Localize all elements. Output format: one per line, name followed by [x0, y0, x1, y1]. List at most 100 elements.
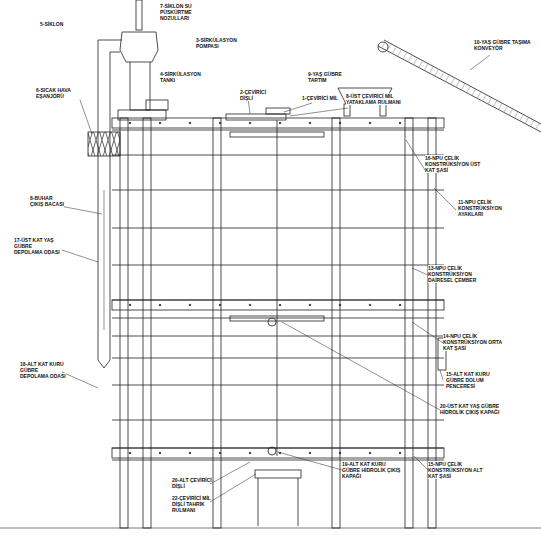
- bolt: [129, 122, 131, 124]
- label-text: 6-SICAK HAVA EŞANJÖRÜ: [36, 87, 71, 99]
- chassis-band: [112, 448, 444, 458]
- steel-column: [143, 118, 151, 528]
- floor-beam: [112, 318, 444, 319]
- steam-pipe: [104, 190, 105, 330]
- bolt: [159, 452, 161, 454]
- bolt: [369, 452, 371, 454]
- callout-label: 20-ÜST KAT YAŞ GÜBRE HİDROLİK ÇIKIŞ KAPA…: [440, 404, 506, 416]
- bolt: [369, 304, 371, 306]
- bolt: [219, 452, 221, 454]
- callout-label: 18-ALT KAT KURU GÜBRE DEPOLAMA ODASI: [20, 362, 66, 379]
- callout-label: 3-SİRKÜLASYON POMPASI: [196, 38, 256, 50]
- callout-label: 9-YAŞ GÜBRE TARTIM: [308, 72, 348, 84]
- callout-label: 17-ÜST KAT YAŞ GÜBRE DEPOLAMA ODASI: [14, 238, 62, 255]
- bolt: [129, 304, 131, 306]
- label-text: 4-SİRKÜLASYON TANKI: [160, 71, 201, 83]
- label-text: 13-NPU ÇELİK KONSTRÜKSİYON DAİRESEL ÇEMB…: [428, 265, 476, 283]
- label-text: 2-ÇEVİRİCİ DİŞLİ: [240, 89, 266, 101]
- callout-label: 1-ÇEVİRİCİ MİL: [302, 96, 342, 102]
- callout-label: 8-ÜST ÇEVİRİCİ MİL YATAKLAMA RULMANI: [346, 94, 402, 106]
- bolt: [129, 452, 131, 454]
- callout-label: 6-SICAK HAVA EŞANJÖRÜ: [36, 88, 84, 100]
- callout-label: 16-NPU ÇELİK KONSTRÜKSİYON ÜST KAT ŞASİ: [425, 156, 487, 173]
- circulation-pump: [146, 100, 168, 110]
- callout-label: 22-ÇEVİRİCİ MİL DİŞLİ TAHRİK RULMANI: [172, 496, 212, 513]
- label-text: 11-NPU ÇELİK KONSTRÜKSİYON AYAKLARI: [458, 199, 502, 217]
- bolt: [219, 304, 221, 306]
- bolt: [369, 122, 371, 124]
- label-text: 20-ÜST KAT YAŞ GÜBRE HİDROLİK ÇIKIŞ KAPA…: [440, 403, 499, 415]
- middle-hatch: [268, 318, 276, 326]
- callout-label: 13-NPU ÇELİK KONSTRÜKSİYON DAİRESEL ÇEMB…: [428, 266, 490, 283]
- drive-bearing: [255, 470, 301, 478]
- floor-beam: [112, 358, 444, 359]
- bolt: [249, 304, 251, 306]
- bolt: [189, 452, 191, 454]
- label-text: 20-ALT ÇEVİRİCİ DİŞLİ: [172, 477, 212, 489]
- bolt: [159, 304, 161, 306]
- top-gear: [226, 114, 286, 120]
- ground-line: [0, 528, 541, 529]
- hopper-leg: [380, 104, 386, 116]
- floor-beam: [112, 265, 444, 266]
- bolt: [399, 122, 401, 124]
- label-text: 8-ÜST ÇEVİRİCİ MİL YATAKLAMA RULMANI: [346, 93, 401, 105]
- middle-arm: [230, 316, 324, 321]
- bolt: [339, 304, 341, 306]
- label-text: 3-SİRKÜLASYON POMPASI: [196, 37, 237, 49]
- bolt: [309, 452, 311, 454]
- callout-label: 4-SİRKÜLASYON TANKI: [160, 72, 212, 84]
- bolt: [399, 452, 401, 454]
- bolt: [249, 452, 251, 454]
- callout-label: 10-YAŞ GÜBRE TAŞIMA KONVEYÖR: [474, 40, 538, 52]
- rotor-shaft: [277, 120, 278, 456]
- label-text: 1-ÇEVİRİCİ MİL: [302, 95, 338, 101]
- label-text: 10-YAŞ GÜBRE TAŞIMA KONVEYÖR: [474, 39, 531, 51]
- steel-column: [120, 118, 128, 528]
- chassis-band: [112, 118, 444, 128]
- bolt: [189, 304, 191, 306]
- callout-label: 20-ALT ÇEVİRİCİ DİŞLİ: [172, 478, 212, 490]
- callout-label: 15-NPU ÇELİK KONSTRÜKSİYON ALT KAT ŞASİ: [428, 462, 490, 479]
- floor-beam: [112, 130, 444, 131]
- floor-beam: [112, 190, 444, 191]
- duct-end: [98, 360, 110, 368]
- conveyor-belt: [381, 43, 541, 128]
- chassis-band: [112, 300, 444, 310]
- steel-frame: [112, 118, 444, 528]
- label-text: 22-ÇEVİRİCİ MİL DİŞLİ TAHRİK RULMANI: [172, 495, 211, 513]
- bolt: [309, 122, 311, 124]
- label-text: 9-YAŞ GÜBRE TARTIM: [308, 71, 342, 83]
- callout-label: 2-ÇEVİRİCİ DİŞLİ: [240, 90, 276, 102]
- callout-label: 7-SİKLON SU PÜSKÜRTME NOZULLARI: [160, 4, 220, 21]
- steel-column: [213, 118, 221, 528]
- chimney: [136, 0, 142, 30]
- callout-label: 8-BUHAR ÇIKIŞ BACASI: [30, 196, 64, 208]
- label-text: 19-ALT KAT KURU GÜBRE HİDROLİK ÇIKIŞ KAP…: [342, 461, 400, 479]
- cyclone: [120, 32, 158, 62]
- bolt: [189, 122, 191, 124]
- bolt: [279, 304, 281, 306]
- label-text: 17-ÜST KAT YAŞ GÜBRE DEPOLAMA ODASI: [14, 237, 60, 255]
- bolt: [339, 452, 341, 454]
- callout-label: 15-ALT KAT KURU GÜBRE DOLUM PENCERESİ: [446, 372, 504, 389]
- conveyor-pulley: [378, 42, 388, 52]
- bolt: [159, 122, 161, 124]
- air-duct: [98, 40, 122, 360]
- callout-label: 11-NPU ÇELİK KONSTRÜKSİYON AYAKLARI: [458, 200, 522, 217]
- callout-label: 19-ALT KAT KURU GÜBRE HİDROLİK ÇIKIŞ KAP…: [342, 462, 402, 479]
- heat-exchanger: [88, 132, 120, 156]
- bolt: [279, 122, 281, 124]
- bolt: [339, 122, 341, 124]
- label-text: 15-ALT KAT KURU GÜBRE DOLUM PENCERESİ: [446, 371, 490, 389]
- bolt: [309, 304, 311, 306]
- label-text: 7-SİKLON SU PÜSKÜRTME NOZULLARI: [160, 3, 192, 21]
- floor-beam: [112, 420, 444, 421]
- label-text: 14-NPU ÇELİK KONSTRÜKSİYON ORTA KAT ŞASİ: [443, 333, 502, 351]
- floor-beam: [112, 155, 444, 156]
- cyclone-body: [130, 62, 150, 110]
- steel-column: [332, 118, 340, 528]
- label-text: 18-ALT KAT KURU GÜBRE DEPOLAMA ODASI: [20, 361, 66, 379]
- leader-lines: [60, 55, 490, 502]
